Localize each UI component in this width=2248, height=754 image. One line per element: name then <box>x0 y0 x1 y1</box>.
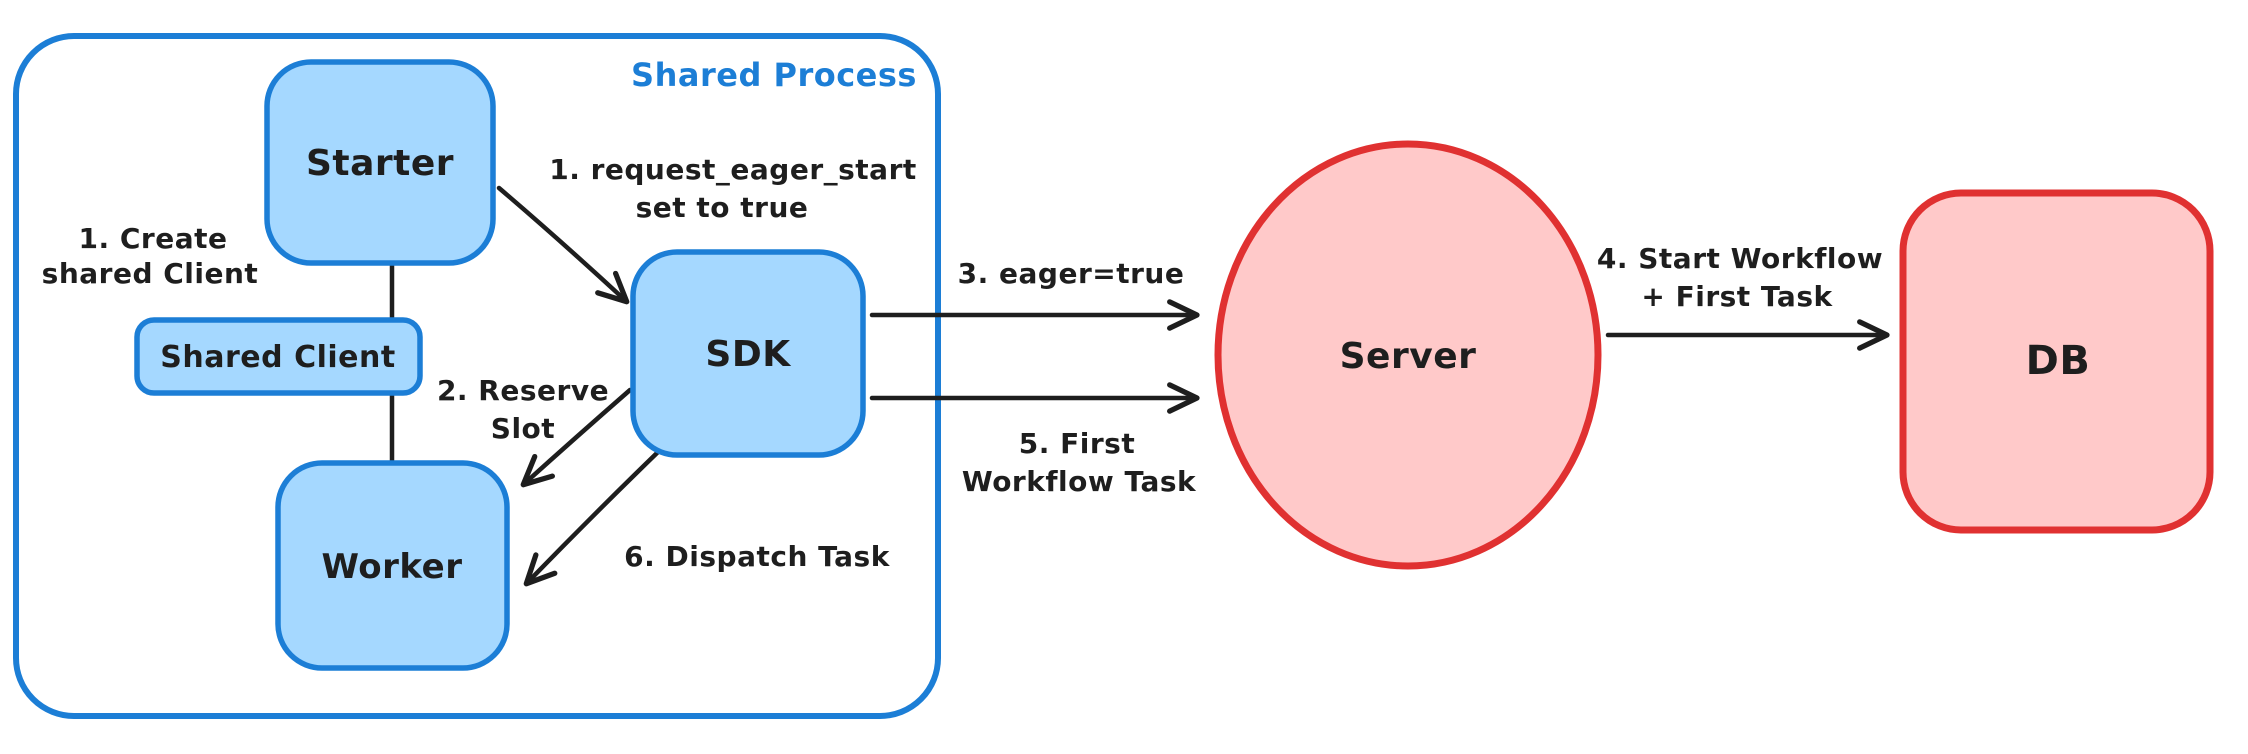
server-label: Server <box>1340 336 1477 377</box>
label-start-workflow-line2: + First Task <box>1641 280 1833 313</box>
arrow-dispatch-task <box>523 449 661 587</box>
label-create-shared-client: 1. Create shared Client <box>42 222 259 290</box>
label-create-shared-client-line1: 1. Create <box>79 222 228 255</box>
shared-client-box <box>134 317 423 396</box>
label-request-eager-start-line2: set to true <box>636 191 809 224</box>
label-first-workflow-task-line2: Workflow Task <box>962 465 1197 498</box>
sdk-box <box>630 249 866 458</box>
label-create-shared-client-line2: shared Client <box>42 257 259 290</box>
starter-box <box>264 59 496 266</box>
worker-box <box>275 460 510 671</box>
label-eager-true: 3. eager=true <box>958 257 1185 290</box>
label-start-workflow: 4. Start Workflow + First Task <box>1597 242 1883 313</box>
label-first-workflow-task: 5. First Workflow Task <box>962 427 1197 498</box>
db-node: DB <box>1899 189 2214 534</box>
db-label: DB <box>2026 338 2091 384</box>
label-request-eager-start-line1: 1. request_eager_start <box>549 153 917 186</box>
server-circle <box>1214 140 1602 570</box>
shared-client-label: Shared Client <box>160 340 395 375</box>
worker-label: Worker <box>322 547 463 587</box>
starter-node: Starter <box>264 59 496 266</box>
label-first-workflow-task-line1: 5. First <box>1019 427 1135 460</box>
label-request-eager-start: 1. request_eager_start set to true <box>549 153 917 224</box>
shared-client-node: Shared Client <box>134 317 423 396</box>
arrow-request-eager-start <box>496 185 630 305</box>
label-reserve-slot-line2: Slot <box>491 412 555 445</box>
arrow-reserve-slot <box>520 387 633 488</box>
label-dispatch-task: 6. Dispatch Task <box>624 540 891 573</box>
sdk-label: SDK <box>705 334 791 375</box>
label-reserve-slot: 2. Reserve Slot <box>437 374 609 445</box>
worker-node: Worker <box>275 460 510 671</box>
shared-process-label: Shared Process <box>631 56 917 94</box>
db-box <box>1899 189 2214 534</box>
sdk-node: SDK <box>630 249 866 458</box>
starter-label: Starter <box>306 143 454 184</box>
shared-process-container <box>13 33 941 719</box>
server-node: Server <box>1214 140 1602 570</box>
label-start-workflow-line1: 4. Start Workflow <box>1597 242 1883 275</box>
label-reserve-slot-line1: 2. Reserve <box>437 374 609 407</box>
